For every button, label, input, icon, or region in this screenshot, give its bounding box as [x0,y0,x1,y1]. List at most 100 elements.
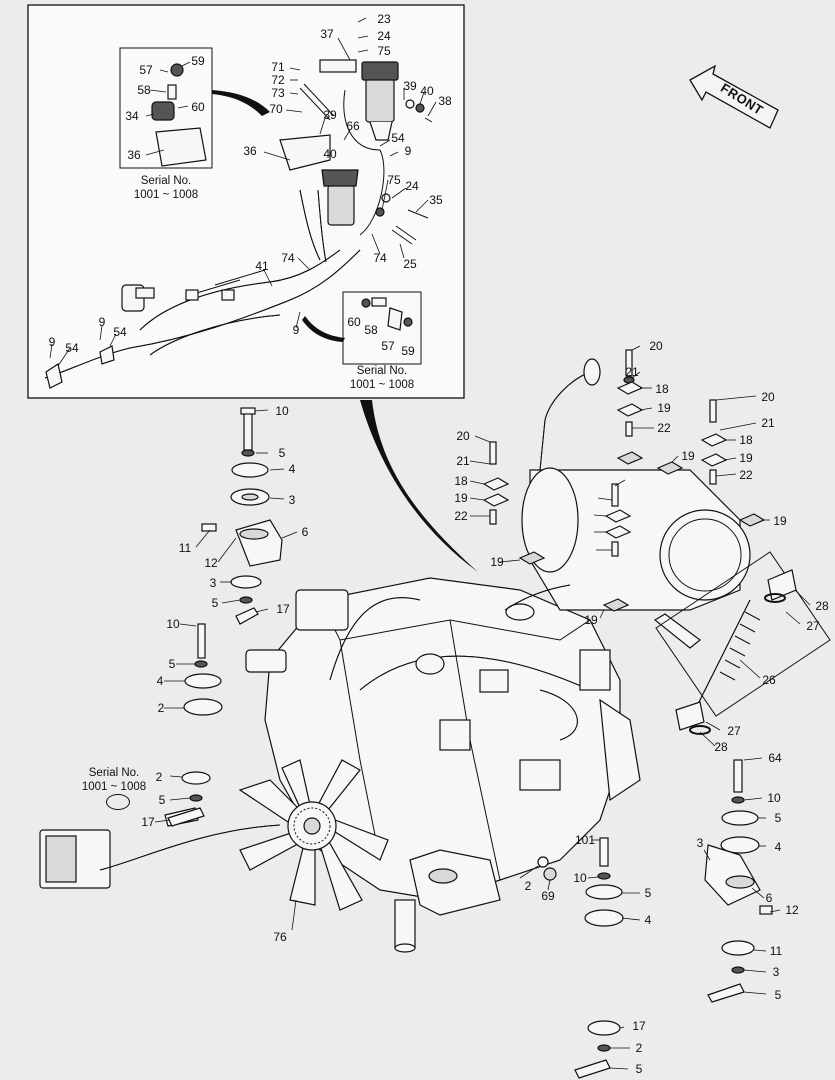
callout-label: 9 [292,323,300,337]
front-arrow [689,64,779,129]
callout-label: 28 [815,599,829,613]
serial-box-right [342,291,422,365]
callout-label: 5 [278,446,286,460]
callout-label: 10 [275,404,289,418]
callout-label: 4 [774,840,782,854]
callout-label: 40 [323,147,337,161]
callout-label: 21 [761,416,775,430]
callout-label: 22 [739,468,753,482]
callout-label: 17 [276,602,290,616]
callout-label: 76 [273,930,287,944]
cooling-fan [238,759,389,911]
callout-label: 18 [655,382,669,396]
callout-label: 75 [387,173,401,187]
callout-label: 2 [524,879,532,893]
callout-label: 19 [490,555,504,569]
mount-stack-right [704,759,773,1003]
callout-label: 21 [625,365,639,379]
ecu-bracket [39,807,281,889]
callout-label: 19 [773,514,787,528]
flex-pipe [655,551,831,735]
callout-label: 6 [765,891,773,905]
callout-label: 37 [320,27,334,41]
callout-label: 19 [739,451,753,465]
serial-note-line2: 1001 ~ 1008 [81,781,147,793]
muffler [504,358,751,649]
callout-label: 5 [635,1062,643,1076]
callout-label: 12 [204,556,218,570]
detail-arrow-bottom [302,316,345,342]
callout-label: 54 [65,341,79,355]
callout-label: 71 [271,60,285,74]
callout-label: 74 [281,251,295,265]
callout-label: 2 [635,1041,643,1055]
callout-label: 59 [401,344,415,358]
serial-note-top-mid: Serial No. 1001 ~ 1008 [350,364,414,392]
callout-label: 38 [438,94,452,108]
callout-label: 39 [403,79,417,93]
inset-detail-right [361,297,413,331]
inset-hoses [44,249,361,389]
serial-note-left: Serial No. 1001 ~ 1008 [82,766,146,794]
callout-label: 72 [271,73,285,87]
callout-label: 9 [98,315,106,329]
callout-label: 75 [377,44,391,58]
callout-label: 5 [211,596,219,610]
serial-note-line1: Serial No. [356,365,408,377]
callout-label: 5 [158,793,166,807]
callout-label: 3 [288,493,296,507]
callout-label: 57 [139,63,153,77]
callout-label: 66 [346,119,360,133]
callout-label: 74 [373,251,387,265]
serial-note-line1: Serial No. [88,767,140,779]
mount-stack-center [537,837,624,1079]
callout-label: 5 [168,657,176,671]
inset-fuel-filter [279,59,433,263]
callout-label: 19 [681,449,695,463]
callout-label: 5 [774,811,782,825]
mount-stack-left-lower [167,623,223,827]
callout-label: 3 [696,836,704,850]
callout-label: 64 [768,751,782,765]
callout-label: 36 [243,144,257,158]
callout-label: 22 [454,509,468,523]
callout-label: 23 [377,12,391,26]
callout-label: 54 [391,131,405,145]
serial-box-left [119,47,213,169]
callout-label: 9 [404,144,412,158]
callout-label: 12 [785,903,799,917]
serial-note-top-left: Serial No. 1001 ~ 1008 [134,174,198,202]
callout-label: 4 [156,674,164,688]
mount-stack-left-upper [201,407,283,625]
callout-label: 17 [141,815,155,829]
callout-label: 20 [761,390,775,404]
callout-label: 10 [573,871,587,885]
callout-label: 20 [649,339,663,353]
callout-label: 3 [772,965,780,979]
callout-label: 18 [739,433,753,447]
callout-label: 4 [288,462,296,476]
callout-label: 9 [48,335,56,349]
inset-detail-left [151,63,207,167]
callout-label: 69 [541,889,555,903]
callout-label: 36 [127,148,141,162]
callout-label: 5 [774,988,782,1002]
callout-label: 73 [271,86,285,100]
callout-label: 54 [113,325,127,339]
serial-note-line1: Serial No. [140,175,192,187]
callout-label: 6 [301,525,309,539]
leader-lines [49,17,811,1070]
callout-label: 10 [166,617,180,631]
callout-label: 11 [178,541,192,555]
callout-label: 27 [806,619,820,633]
callout-label: 39 [323,108,337,122]
callout-label: 35 [429,193,443,207]
callout-label: 10 [767,791,781,805]
inset-pointer-arrow [360,400,478,572]
callout-label: 2 [155,770,163,784]
callout-label: 19 [454,491,468,505]
muffler-mounts [482,349,766,612]
callout-label: 20 [456,429,470,443]
callout-label: 27 [727,724,741,738]
